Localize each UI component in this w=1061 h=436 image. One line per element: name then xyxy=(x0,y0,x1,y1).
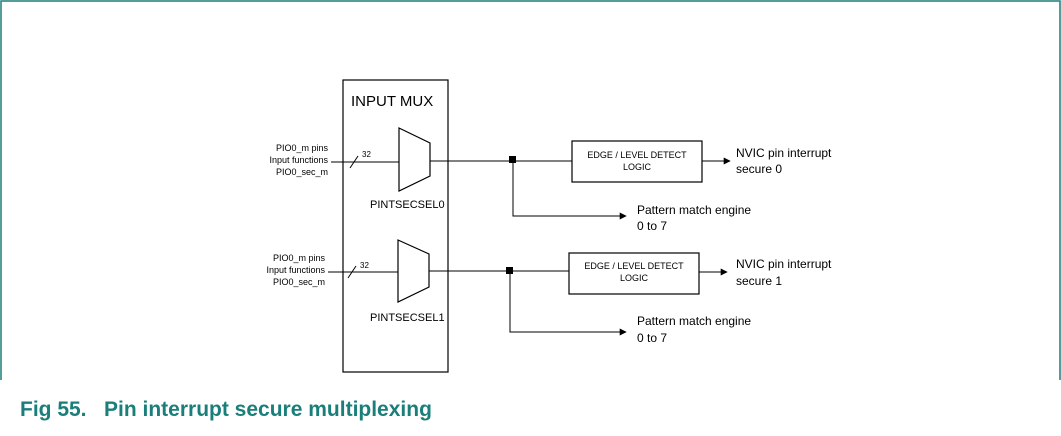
pattern-arrow xyxy=(509,274,627,336)
junction-dot xyxy=(506,267,513,274)
bus-width-label: 32 xyxy=(360,261,369,270)
pattern-label: 0 to 7 xyxy=(637,331,667,345)
bus-slash xyxy=(347,265,357,279)
bus-slash xyxy=(349,155,359,169)
input-mux-box xyxy=(342,79,449,373)
mux-select-label: PINTSECSEL0 xyxy=(370,199,445,211)
pattern-label: 0 to 7 xyxy=(637,219,667,233)
input-mux-title: INPUT MUX xyxy=(351,93,433,110)
input-label: Input functions xyxy=(269,155,328,165)
pattern-arrow xyxy=(512,163,627,220)
figure-frame xyxy=(0,0,1061,380)
nvic-label: secure 0 xyxy=(736,162,782,176)
channel-0: PIO0_m pins Input functions PIO0_sec_m 3… xyxy=(269,127,832,233)
detect-label: LOGIC xyxy=(623,162,652,172)
input-label: Input functions xyxy=(266,265,325,275)
nvic-label: NVIC pin interrupt xyxy=(736,146,832,160)
pattern-label: Pattern match engine xyxy=(637,203,751,217)
mux-symbol xyxy=(397,239,430,303)
mux-symbol xyxy=(398,127,431,192)
pattern-label: Pattern match engine xyxy=(637,314,751,328)
figure-caption: Fig 55. Pin interrupt secure multiplexin… xyxy=(20,398,432,421)
mux-select-label: PINTSECSEL1 xyxy=(370,312,445,324)
bus-width-label: 32 xyxy=(362,150,371,159)
input-label: PIO0_m pins xyxy=(273,253,326,263)
input-label: PIO0_m pins xyxy=(276,143,329,153)
detect-label: EDGE / LEVEL DETECT xyxy=(587,150,687,160)
edge-level-detect-box xyxy=(568,252,700,295)
detect-label: LOGIC xyxy=(620,273,649,283)
channel-1: PIO0_m pins Input functions PIO0_sec_m 3… xyxy=(266,239,832,345)
nvic-label: secure 1 xyxy=(736,274,782,288)
detect-label: EDGE / LEVEL DETECT xyxy=(584,261,684,271)
input-label: PIO0_sec_m xyxy=(276,167,328,177)
junction-dot xyxy=(509,156,516,163)
nvic-label: NVIC pin interrupt xyxy=(736,257,832,271)
input-label: PIO0_sec_m xyxy=(273,277,325,287)
